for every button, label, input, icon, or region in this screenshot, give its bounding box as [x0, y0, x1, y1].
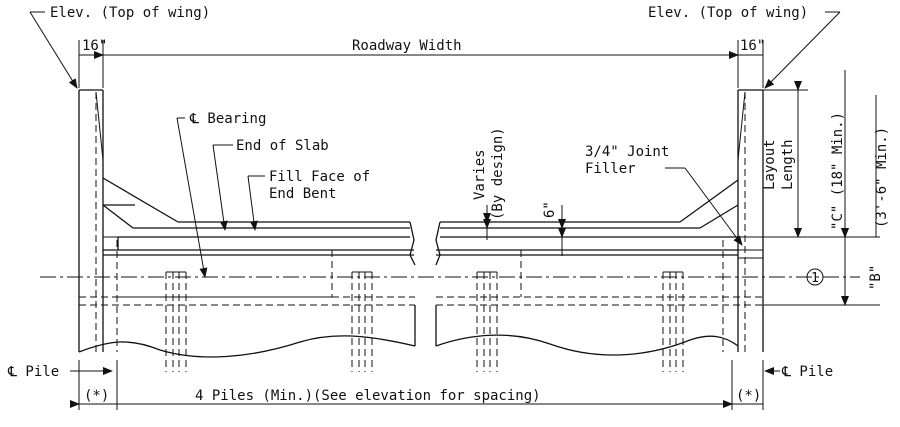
label-dim-b: "B": [868, 265, 884, 290]
label-length: Length: [780, 139, 796, 190]
label-cl-bearing: ℄ Bearing: [189, 111, 266, 127]
label-cl-pile-right: ℄ Pile: [781, 364, 833, 380]
label-16-right: 16": [740, 38, 765, 54]
label-fill-face-1: Fill Face of: [269, 169, 370, 185]
piles: [165, 271, 684, 372]
label-dim-c: "C" (18" Min.): [830, 112, 846, 230]
label-six-in: 6": [542, 201, 558, 218]
label-by-design: (By design): [490, 127, 506, 220]
label-roadway-width: Roadway Width: [352, 38, 462, 54]
pile-2: [351, 271, 373, 372]
label-16-left: 16": [82, 38, 107, 54]
label-star-left: (*): [84, 388, 109, 404]
top-dimensions: [29, 11, 841, 89]
label-cl-pile-left: ℄ Pile: [7, 364, 59, 380]
bottom-dimensions: [70, 367, 780, 408]
label-varies: Varies: [472, 149, 488, 200]
label-note-1: 1: [811, 271, 819, 286]
right-wing-wall: [722, 89, 764, 352]
label-piles-note: 4 Piles (Min.)(See elevation for spacing…: [195, 388, 541, 404]
label-end-of-slab: End of Slab: [236, 138, 329, 154]
label-layout: Layout: [762, 139, 778, 190]
label-star-right: (*): [736, 388, 761, 404]
label-elev-right: Elev. (Top of wing): [648, 5, 808, 21]
pile-3: [476, 271, 498, 372]
left-wing-wall: [78, 89, 118, 352]
center-dimensions: [483, 205, 566, 256]
label-joint-filler-1: 3/4" Joint: [585, 144, 669, 160]
label-dim-3-6: (3'-6" Min.): [874, 127, 890, 228]
pile-1: [165, 271, 187, 372]
label-fill-face-2: End Bent: [269, 186, 336, 202]
leaders: [176, 117, 743, 278]
right-dimensions: [738, 70, 880, 306]
pile-4: [662, 271, 684, 372]
label-elev-left: Elev. (Top of wing): [50, 5, 210, 21]
slab-right-portion: [435, 179, 764, 356]
label-joint-filler-2: Filler: [585, 161, 636, 177]
